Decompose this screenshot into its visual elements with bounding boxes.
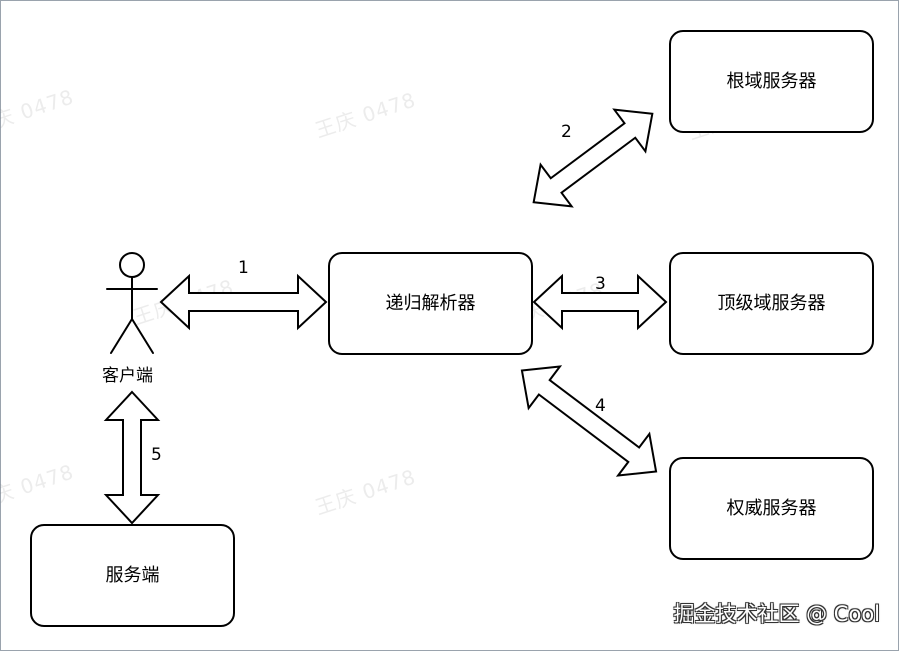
edge-label-5: 5 [151, 445, 162, 465]
server-label: 服务端 [105, 564, 160, 586]
edge-label-2: 2 [561, 122, 572, 142]
server-node: 服务端 [30, 524, 235, 627]
arrow-3 [532, 273, 668, 331]
client-label: 客户端 [102, 366, 153, 386]
tld-server-node: 顶级域服务器 [669, 252, 874, 355]
arrow-1 [159, 273, 328, 331]
client-figure [106, 252, 158, 354]
edge-label-3: 3 [595, 274, 606, 294]
tld-server-label: 顶级域服务器 [717, 292, 826, 314]
resolver-label: 递归解析器 [385, 292, 476, 314]
root-server-label: 根域服务器 [726, 70, 817, 92]
authoritative-server-label: 权威服务器 [726, 497, 817, 519]
arrow-4 [520, 365, 658, 477]
arrow-2 [532, 108, 654, 208]
resolver-node: 递归解析器 [328, 252, 533, 355]
credit-watermark: 掘金技术社区 @ Cool [673, 602, 880, 626]
edge-label-1: 1 [238, 258, 249, 278]
authoritative-server-node: 权威服务器 [669, 457, 874, 560]
arrow-5 [103, 390, 161, 525]
root-server-node: 根域服务器 [669, 30, 874, 133]
edge-label-4: 4 [595, 396, 606, 416]
